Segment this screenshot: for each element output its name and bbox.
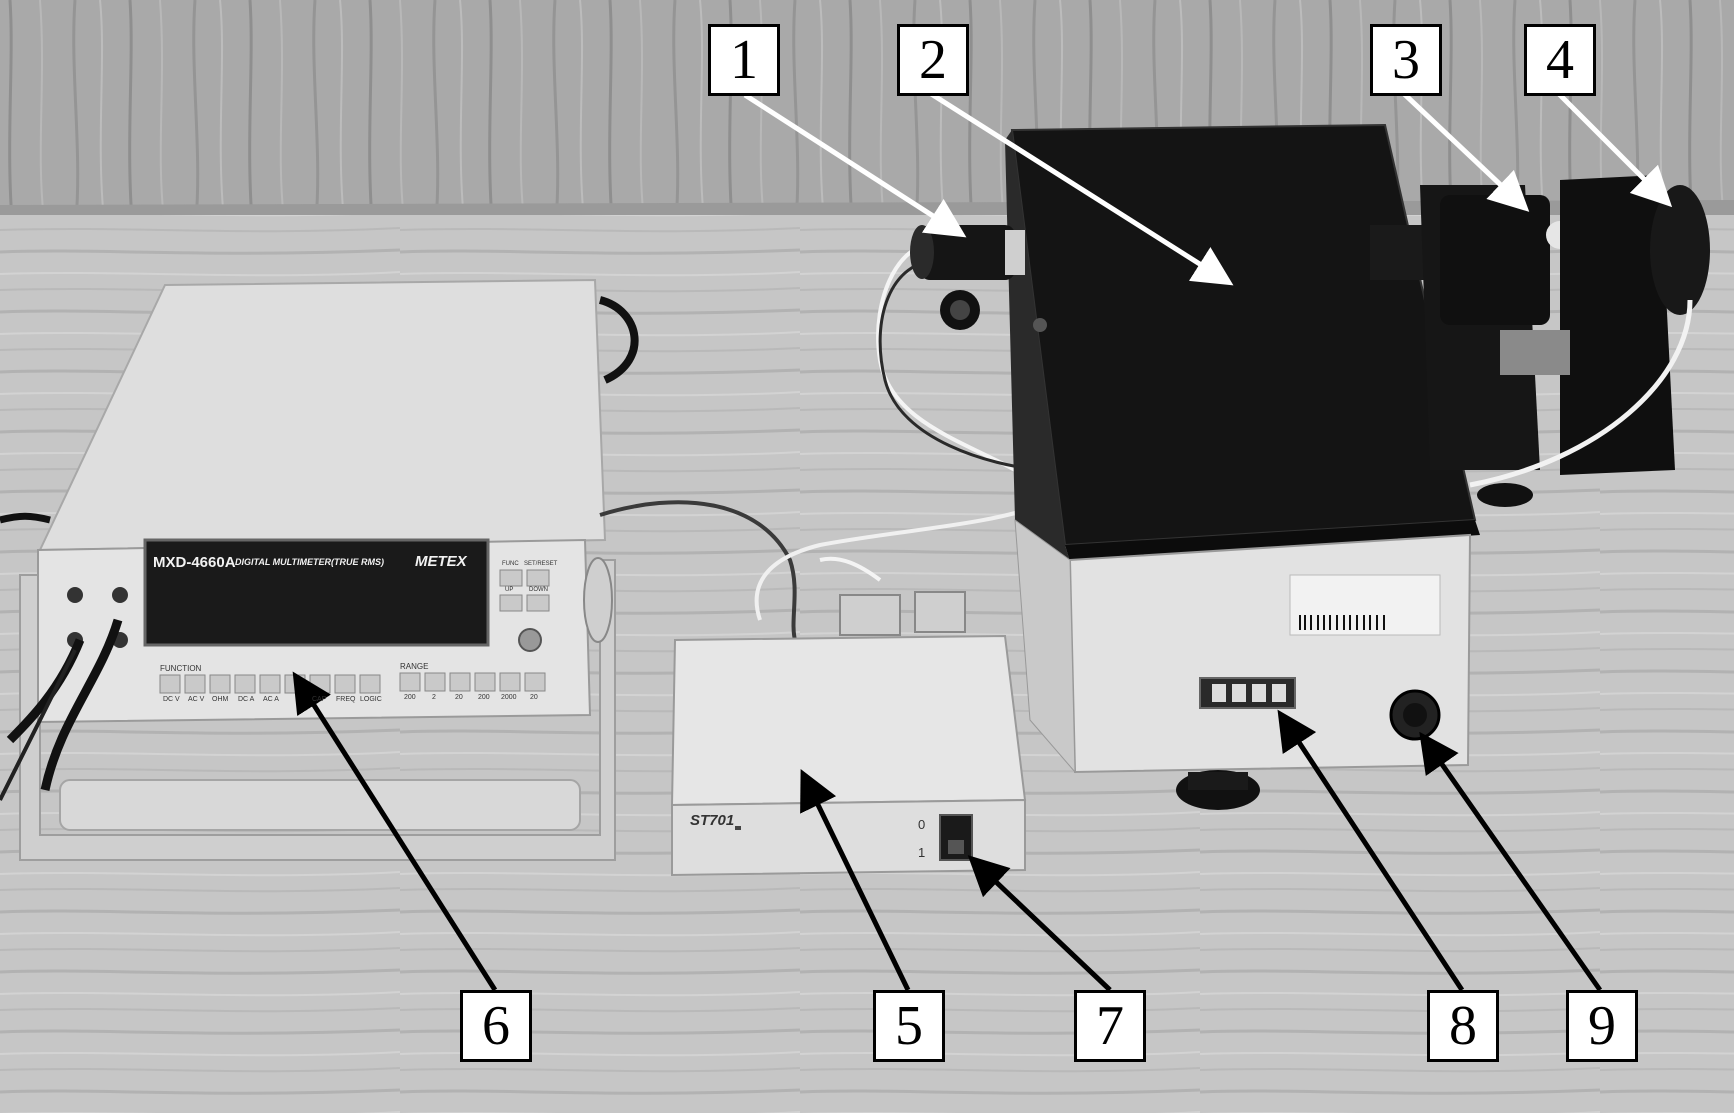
callout-label-2: 2 [897,24,969,96]
callout-arrows [292,87,1673,992]
multimeter-brand-text: METEX [415,553,467,570]
multimeter-button-ohm: OHM [212,696,229,703]
multimeter-function-label: FUNCTION [160,664,202,673]
callout-label-3: 3 [1370,24,1442,96]
detector-assembly [1370,175,1710,507]
multimeter-range-2000: 2000 [501,694,517,701]
power-supply [670,591,1027,877]
multimeter-range-2: 2 [432,694,436,701]
multimeter-model-text: MXD-4660A [153,554,236,571]
callout-label-9: 9 [1566,990,1638,1062]
multimeter-button-freq: FREQ [336,696,356,703]
callout-label-5: 5 [873,990,945,1062]
multimeter-range-200b: 200 [478,694,490,701]
multimeter-subtitle-text: DIGITAL MULTIMETER(TRUE RMS) [235,557,384,567]
callout-label-1: 1 [708,24,780,96]
multimeter-button-logic: LOGIC [360,696,382,703]
multimeter-func-button: FUNC [502,561,519,567]
power-supply-model-text: ST701 [690,812,735,829]
multimeter-button-aca: AC A [263,696,279,703]
multimeter-range-20b: 20 [530,694,538,701]
multimeter [0,278,639,861]
multimeter-range-20: 20 [455,694,463,701]
multimeter-button-dcv: DC V [163,696,180,703]
multimeter-range-label: RANGE [400,662,429,671]
multimeter-button-dca: DC A [238,696,255,703]
callout-label-6: 6 [460,990,532,1062]
callout-label-7: 7 [1074,990,1146,1062]
multimeter-button-acv: AC V [188,696,205,703]
power-switch-on-label: 1 [918,845,926,860]
callout-label-4: 4 [1524,24,1596,96]
spectrometer-box [1005,123,1480,810]
multimeter-range-200: 200 [404,694,416,701]
power-switch-off-label: 0 [918,817,926,832]
light-source [910,225,1047,332]
multimeter-up-button: UP [505,587,514,593]
callout-label-8: 8 [1427,990,1499,1062]
multimeter-setreset-button: SET/RESET [524,561,558,567]
multimeter-button-cap: CAP [312,696,327,703]
multimeter-down-button: DOWN [529,587,548,593]
